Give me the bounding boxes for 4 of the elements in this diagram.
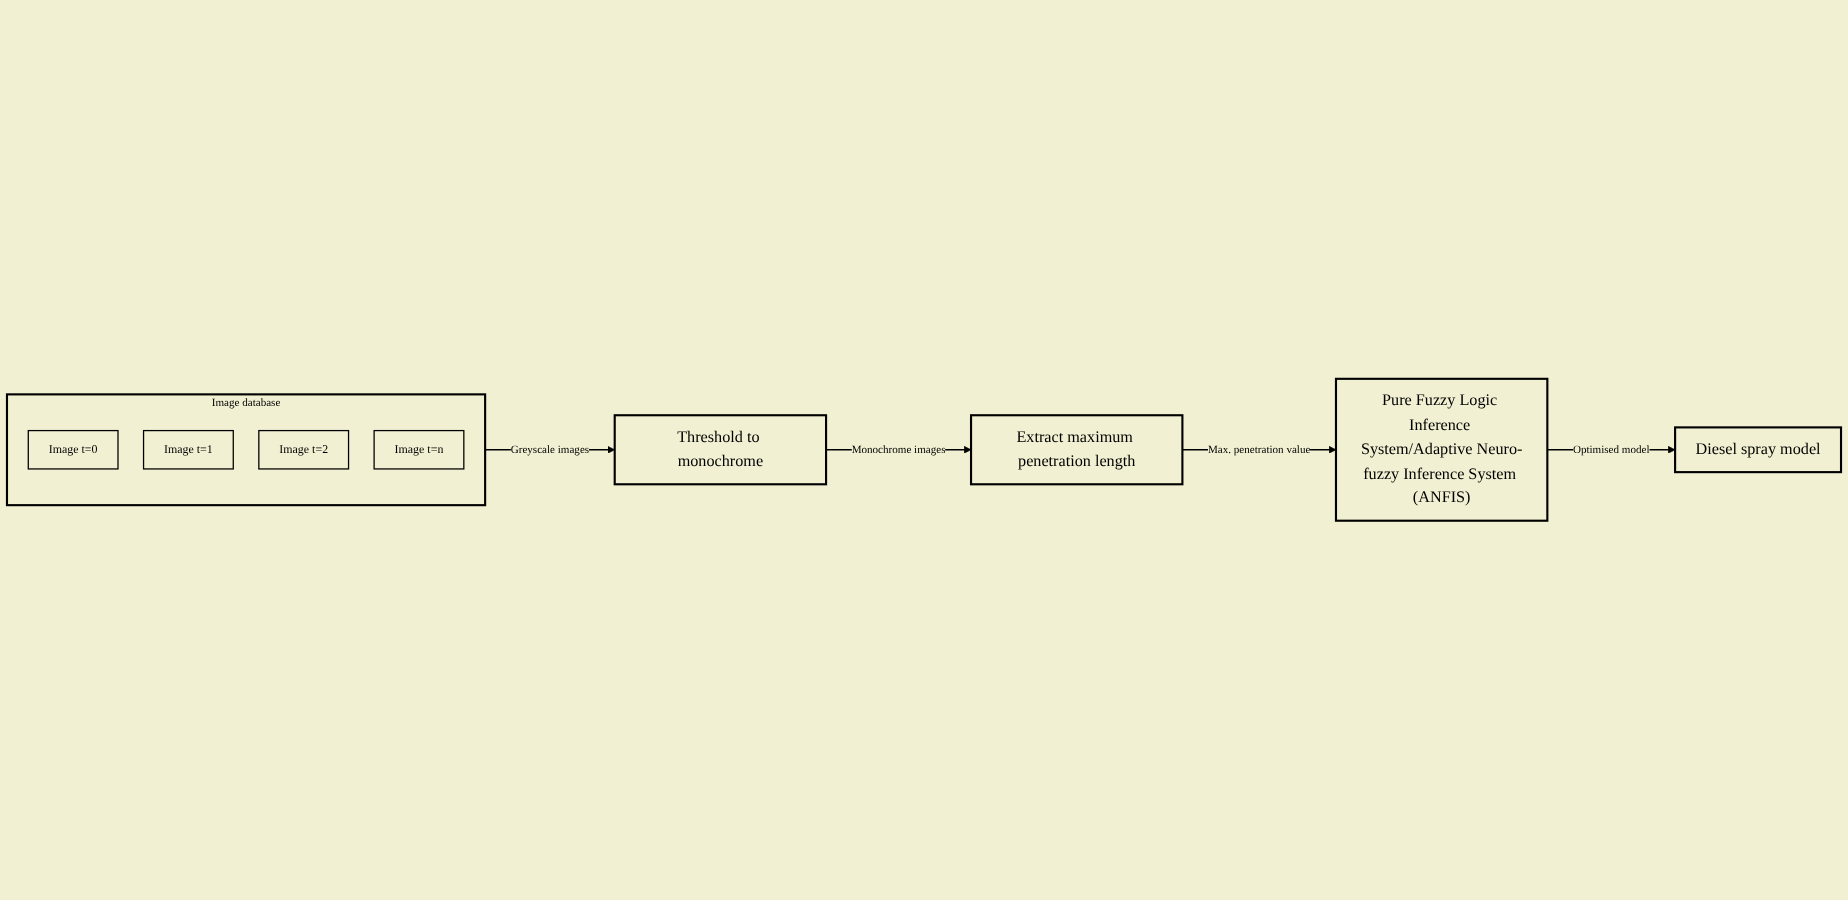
node-box: Threshold to monochrome bbox=[613, 414, 828, 486]
node-box: Pure Fuzzy Logic Inference System/Adaptive Neuro-fuzzy Inference System (ANFIS) bbox=[1334, 377, 1549, 522]
node-box: Extract maximum penetration length bbox=[970, 414, 1184, 486]
node-box: Diesel spray model bbox=[1674, 426, 1843, 474]
